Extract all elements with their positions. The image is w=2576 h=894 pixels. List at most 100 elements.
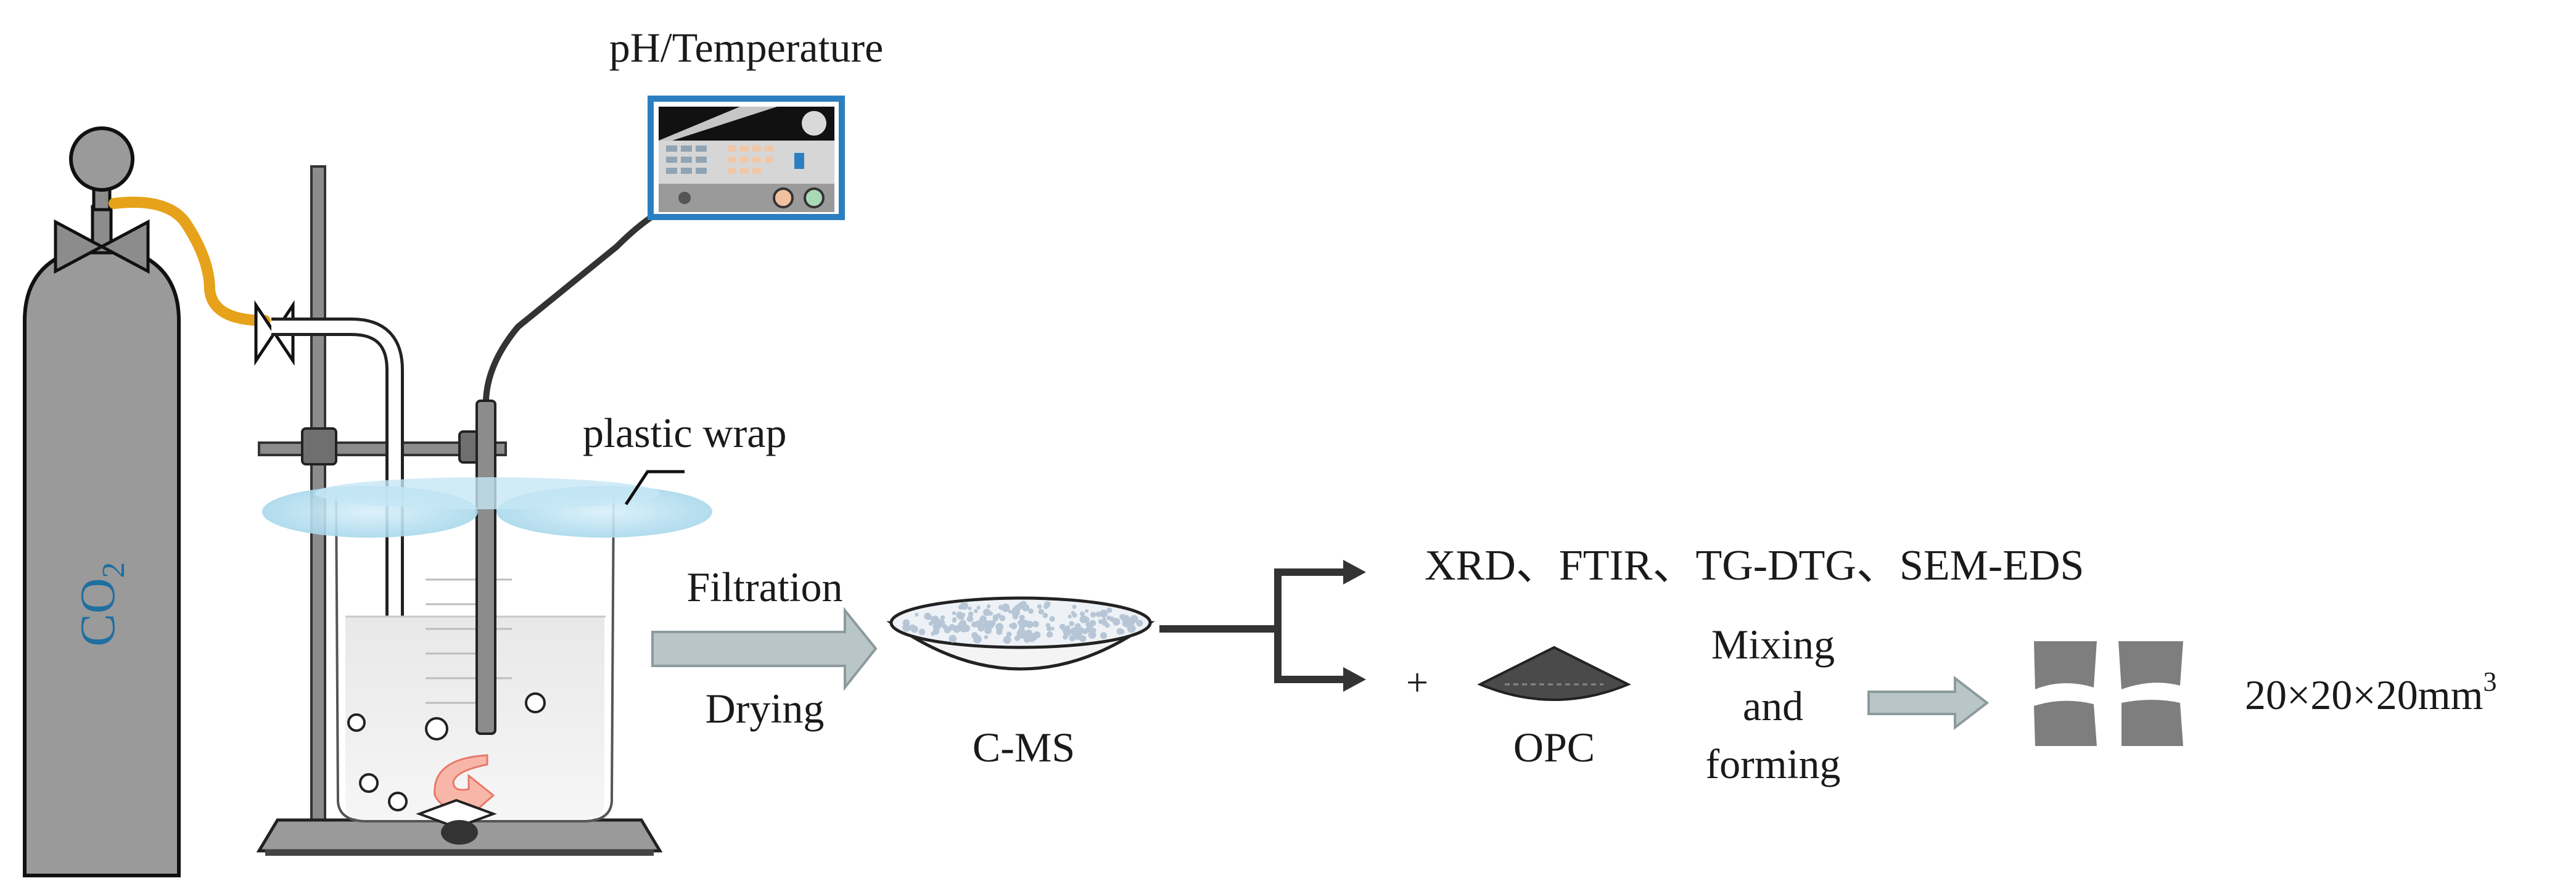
- powder-speckle: [984, 635, 989, 639]
- powder-speckle: [1021, 604, 1030, 612]
- powder-speckle: [966, 615, 974, 622]
- powder-speckle: [1101, 620, 1108, 626]
- powder-speckle: [1026, 630, 1032, 636]
- powder-speckle: [1068, 614, 1072, 619]
- analysis-methods-label: XRD、FTIR、TG-DTG、SEM-EDS: [1425, 542, 2084, 589]
- powder-speckle: [971, 621, 977, 628]
- c-ms-product-dish: [886, 596, 1155, 671]
- powder-speckle: [1074, 623, 1081, 629]
- co2-label: CO2: [71, 562, 131, 646]
- powder-speckle: [986, 604, 991, 609]
- powder-speckle: [1119, 629, 1125, 634]
- powder-speckle: [1031, 634, 1037, 641]
- powder-speckle: [952, 618, 957, 623]
- powder-speckle: [1085, 609, 1089, 613]
- powder-speckle: [928, 621, 933, 626]
- powder-speckle: [1033, 620, 1037, 625]
- mixing-arrow: [1867, 675, 1990, 731]
- plastic-wrap: [262, 477, 712, 538]
- mixing-label: Mixing: [1711, 621, 1835, 668]
- powder-speckle: [995, 623, 1004, 631]
- powder-speckle: [1106, 615, 1111, 620]
- powder-speckle: [1127, 624, 1136, 633]
- powder-speckle: [918, 628, 926, 636]
- powder-speckle: [1100, 632, 1108, 639]
- opc-cement-pile: [1477, 646, 1631, 701]
- gas-bubbles: [347, 692, 546, 811]
- powder-speckle: [1121, 615, 1130, 623]
- ph-temperature-meter: [648, 96, 845, 220]
- powder-speckle: [1023, 620, 1029, 625]
- branch-arrowhead-top: [1343, 560, 1366, 584]
- branch-arrowhead-bottom: [1343, 667, 1366, 692]
- powder-speckle: [1019, 615, 1025, 621]
- c-ms-label: C-MS: [973, 724, 1075, 771]
- branch-connector: [1159, 568, 1346, 683]
- powder-speckle: [1001, 603, 1010, 612]
- powder-speckle: [1089, 628, 1093, 633]
- powder-speckle: [977, 625, 985, 632]
- powder-speckle: [944, 626, 952, 634]
- powder-speckle: [999, 615, 1006, 621]
- co2-gas-cylinder: CO2: [23, 126, 181, 877]
- powder-speckle: [1049, 616, 1055, 622]
- powder-speckle: [1063, 634, 1068, 640]
- pressure-gauge-icon: [69, 126, 134, 192]
- specimen-cube: [2121, 700, 2183, 746]
- filtration-label: Filtration: [686, 564, 842, 610]
- valve-icon: [54, 219, 105, 274]
- powder-speckle: [915, 612, 919, 617]
- powder-speckle: [1090, 612, 1097, 618]
- powder-speckle: [1038, 609, 1044, 615]
- specimen-cube: [2118, 641, 2183, 689]
- powder-speckle: [1043, 604, 1049, 610]
- powder-speckle: [1064, 628, 1071, 634]
- powder-speckle: [1003, 636, 1011, 644]
- powder-speckle: [996, 628, 1003, 635]
- powder-speckle: [1012, 613, 1019, 620]
- powder-speckle: [973, 634, 982, 644]
- powder-speckle: [1088, 631, 1097, 639]
- and-label: and: [1743, 683, 1803, 729]
- powder-speckle: [1006, 631, 1012, 637]
- powder-speckle: [1106, 607, 1113, 613]
- powder-speckle: [902, 623, 911, 632]
- powder-speckle: [1013, 605, 1020, 612]
- powder-speckle: [992, 615, 998, 622]
- cube-specimens: [2034, 641, 2183, 746]
- powder-speckle: [983, 609, 991, 617]
- powder-speckle: [1085, 627, 1091, 633]
- powder-speckle: [940, 615, 945, 620]
- powder-speckle: [952, 611, 957, 615]
- drying-label: Drying: [706, 685, 825, 732]
- powder-speckle: [1129, 617, 1135, 621]
- powder-speckle: [960, 602, 968, 610]
- powder-speckle: [931, 631, 936, 636]
- powder-speckle: [937, 620, 944, 626]
- plastic-wrap-label: plastic wrap: [583, 409, 786, 456]
- powder-speckle: [1008, 610, 1012, 614]
- powder-speckle: [968, 611, 974, 617]
- powder-speckle: [1042, 612, 1048, 618]
- beaker: [335, 493, 615, 845]
- powder-speckle: [949, 634, 957, 643]
- powder-speckle: [924, 612, 931, 620]
- powder-speckle: [996, 613, 1002, 618]
- powder-speckle: [1080, 611, 1085, 617]
- specimen-size-label: 20×20×20mm3: [2245, 666, 2496, 718]
- powder-speckle: [1046, 631, 1053, 638]
- plus-sign: +: [1406, 660, 1428, 704]
- powder-speckle: [957, 613, 965, 620]
- powder-speckle: [1072, 604, 1077, 609]
- powder-speckle: [1079, 615, 1088, 623]
- specimen-cube: [2034, 641, 2097, 689]
- powder-speckle: [974, 609, 978, 613]
- powder-speckle: [1023, 636, 1031, 643]
- powder-speckle: [1136, 620, 1143, 627]
- powder-speckle: [958, 621, 966, 629]
- powder-speckle: [1113, 621, 1117, 625]
- powder-speckle: [1037, 604, 1042, 609]
- powder-speckle: [1018, 620, 1024, 626]
- stir-bar-icon: [416, 798, 497, 829]
- powder-speckle: [968, 606, 972, 610]
